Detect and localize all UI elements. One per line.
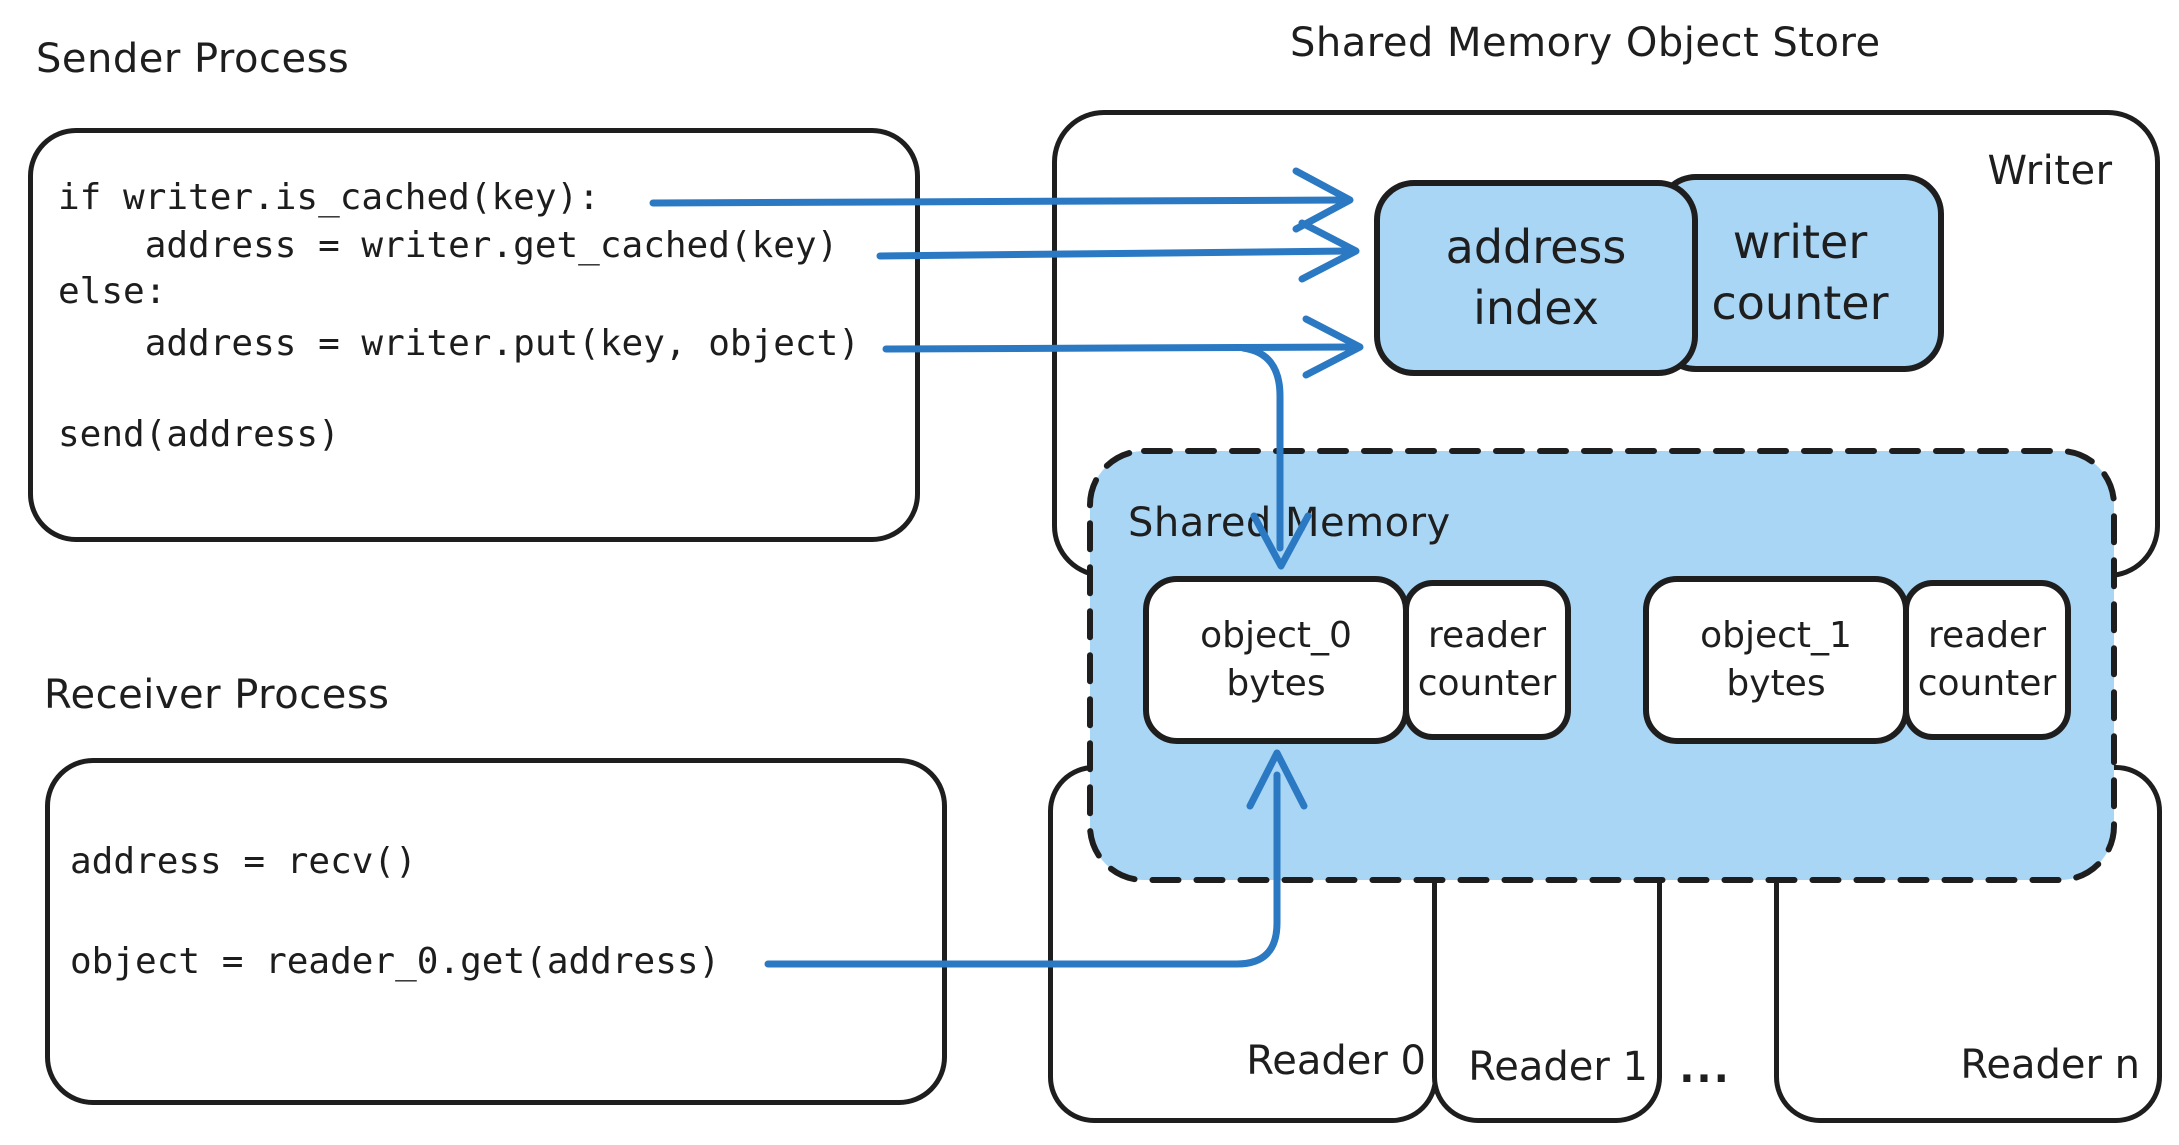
object-1-reader-counter-box: reader counter: [1903, 580, 2071, 740]
receiver-process-title: Receiver Process: [44, 672, 390, 718]
address-index-label: address index: [1445, 220, 1627, 335]
writer-counter-box: writer counter: [1656, 174, 1944, 372]
object-0-reader-counter-box: reader counter: [1403, 580, 1571, 740]
sender-code-line-1: if writer.is_cached(key):: [58, 177, 600, 218]
receiver-code-line-2: object = reader_0.get(address): [70, 941, 721, 982]
object-0-label: object_0 bytes: [1200, 615, 1352, 704]
object-0-box: object_0 bytes: [1143, 576, 1409, 744]
sender-code-line-5: send(address): [58, 414, 340, 455]
writer-counter-label: writer counter: [1711, 215, 1889, 330]
receiver-code-line-1: address = recv(): [70, 841, 417, 882]
reader-n-label: Reader n: [1960, 1042, 2140, 1088]
sender-process-title: Sender Process: [36, 36, 350, 82]
reader-0-label: Reader 0: [1246, 1038, 1426, 1084]
object-1-label: object_1 bytes: [1700, 615, 1852, 704]
address-index-box: address index: [1374, 180, 1698, 376]
readers-ellipsis: ...: [1679, 1046, 1731, 1092]
shared-memory-label: Shared Memory: [1128, 500, 1451, 546]
object-1-reader-counter-label: reader counter: [1917, 615, 2057, 704]
store-title: Shared Memory Object Store: [1290, 20, 1881, 66]
sender-code-line-2: address = writer.get_cached(key): [58, 225, 839, 266]
sender-code-line-4: address = writer.put(key, object): [58, 323, 860, 364]
object-1-box: object_1 bytes: [1643, 576, 1909, 744]
writer-label: Writer: [1987, 148, 2113, 194]
reader-1-label: Reader 1: [1468, 1044, 1648, 1090]
receiver-process-box: [45, 758, 947, 1105]
object-0-reader-counter-label: reader counter: [1417, 615, 1557, 704]
sender-code-line-3: else:: [58, 271, 167, 312]
